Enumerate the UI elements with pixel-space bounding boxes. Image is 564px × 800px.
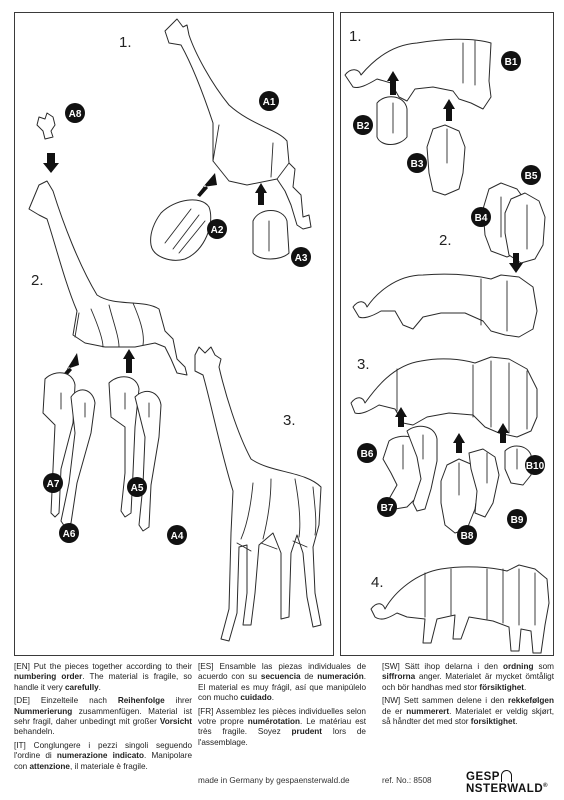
- svg-text:B8: B8: [461, 531, 474, 542]
- lion-body-b1: [344, 38, 492, 110]
- instructions-en: [EN] Put the pieces together according t…: [14, 662, 192, 692]
- badge-a7: A7: [43, 473, 63, 493]
- reference-number: ref. No.: 8508: [382, 776, 432, 785]
- badge-a6: A6: [59, 523, 79, 543]
- instructions-fr: [FR] Assemblez les pièces individuelles …: [198, 706, 366, 747]
- lion-step-3-assembly: [350, 356, 538, 438]
- giraffe-instructions-panel: 1. A1 A2 A3 A8 2.: [14, 12, 334, 656]
- badge-a1: A1: [259, 91, 279, 111]
- svg-text:A3: A3: [295, 253, 308, 264]
- instructions-sw: [SW] Sätt ihop delarna i den ordning som…: [382, 662, 554, 692]
- instructions-column-1: [EN] Put the pieces together according t…: [14, 662, 192, 775]
- giraffe-body-a1: [164, 18, 312, 230]
- arrow-b4-b5: [509, 253, 523, 273]
- lion-step-1-label: 1.: [349, 28, 362, 45]
- gespaensterwald-logo: GESPNSTERWALD®: [466, 770, 549, 795]
- svg-text:B3: B3: [411, 159, 424, 170]
- badge-a5: A5: [127, 477, 147, 497]
- made-in-germany-link: made in Germany by gespaensterwald.de: [198, 776, 350, 785]
- arrow-b3: [443, 99, 455, 121]
- svg-text:A6: A6: [63, 529, 76, 540]
- lion-step-2-assembly: [352, 273, 538, 338]
- badge-b2: B2: [353, 115, 373, 135]
- arrow-b2: [387, 71, 399, 95]
- svg-text:B10: B10: [526, 461, 545, 472]
- giraffe-step-2-assembly: [28, 180, 188, 376]
- svg-text:A7: A7: [47, 479, 60, 490]
- pieces-b4-b5: [482, 182, 546, 264]
- lion-step-3-label: 3.: [357, 356, 370, 373]
- svg-text:B1: B1: [505, 57, 518, 68]
- piece-b2: [376, 96, 408, 145]
- legs-a4-a5: [108, 376, 162, 532]
- giraffe-assembled: [194, 346, 322, 642]
- svg-text:B9: B9: [511, 515, 524, 526]
- giraffe-assembly-illustration: 1. A1 A2 A3 A8 2.: [28, 18, 322, 642]
- badge-a2: A2: [207, 219, 227, 239]
- instructions-column-2: [ES] Ensamble las piezas individuales de…: [198, 662, 366, 751]
- svg-text:A8: A8: [69, 109, 82, 120]
- svg-text:A5: A5: [131, 483, 144, 494]
- badge-b6: B6: [357, 443, 377, 463]
- instructions-de: [DE] Einzelteile nach Reihenfolge ihrer …: [14, 696, 193, 737]
- arrow-b8: [453, 433, 465, 453]
- lion-step-4-label: 4.: [371, 574, 384, 591]
- badge-b5: B5: [521, 165, 541, 185]
- badge-b7: B7: [377, 497, 397, 517]
- piece-b10: [504, 445, 532, 486]
- piece-a2: [150, 199, 212, 261]
- badge-b10: B10: [525, 455, 545, 475]
- svg-text:B2: B2: [357, 121, 370, 132]
- ghost-icon: [500, 770, 512, 782]
- badge-b4: B4: [471, 207, 491, 227]
- instructions-column-3: [SW] Sätt ihop delarna i den ordning som…: [382, 662, 554, 730]
- piece-a8: [36, 112, 56, 140]
- svg-text:B5: B5: [525, 171, 538, 182]
- arrow-a7: [61, 353, 79, 379]
- svg-text:B4: B4: [475, 213, 488, 224]
- giraffe-step-2-label: 2.: [31, 272, 44, 289]
- instructions-es: [ES] Ensamble las piezas individuales de…: [198, 662, 366, 703]
- svg-text:A2: A2: [211, 225, 224, 236]
- pieces-b8-b9: [440, 448, 500, 534]
- piece-b3: [426, 124, 466, 196]
- lion-instructions-panel: 1. B1 B2 B3 B5 B4 2.: [340, 12, 554, 656]
- arrow-a8: [43, 153, 59, 173]
- badge-a4: A4: [167, 525, 187, 545]
- lion-step-2-label: 2.: [439, 232, 452, 249]
- svg-text:A4: A4: [171, 531, 184, 542]
- badge-b9: B9: [507, 509, 527, 529]
- badge-a8: A8: [65, 103, 85, 123]
- instructions-it: [IT] Conglungere i pezzi singoli seguend…: [14, 740, 192, 771]
- legs-a6-a7: [42, 372, 96, 528]
- svg-text:B6: B6: [361, 449, 374, 460]
- pieces-b6-b7: [382, 425, 438, 512]
- arrow-a3: [255, 183, 267, 205]
- lion-assembled: [370, 564, 550, 654]
- svg-text:B7: B7: [381, 503, 394, 514]
- arrow-b7: [395, 407, 407, 427]
- giraffe-step-3-label: 3.: [283, 412, 296, 429]
- badge-b8: B8: [457, 525, 477, 545]
- giraffe-step-1-label: 1.: [119, 34, 132, 51]
- arrow-a5: [123, 349, 135, 373]
- badge-b3: B3: [407, 153, 427, 173]
- badge-b1: B1: [501, 51, 521, 71]
- lion-assembly-illustration: 1. B1 B2 B3 B5 B4 2.: [344, 28, 550, 654]
- arrow-b10: [497, 423, 509, 443]
- badge-a3: A3: [291, 247, 311, 267]
- arrow-a2: [197, 173, 217, 197]
- instructions-nw: [NW] Sett sammen delene i den rekkefølge…: [382, 696, 555, 727]
- piece-a3: [252, 210, 290, 260]
- svg-text:A1: A1: [263, 97, 276, 108]
